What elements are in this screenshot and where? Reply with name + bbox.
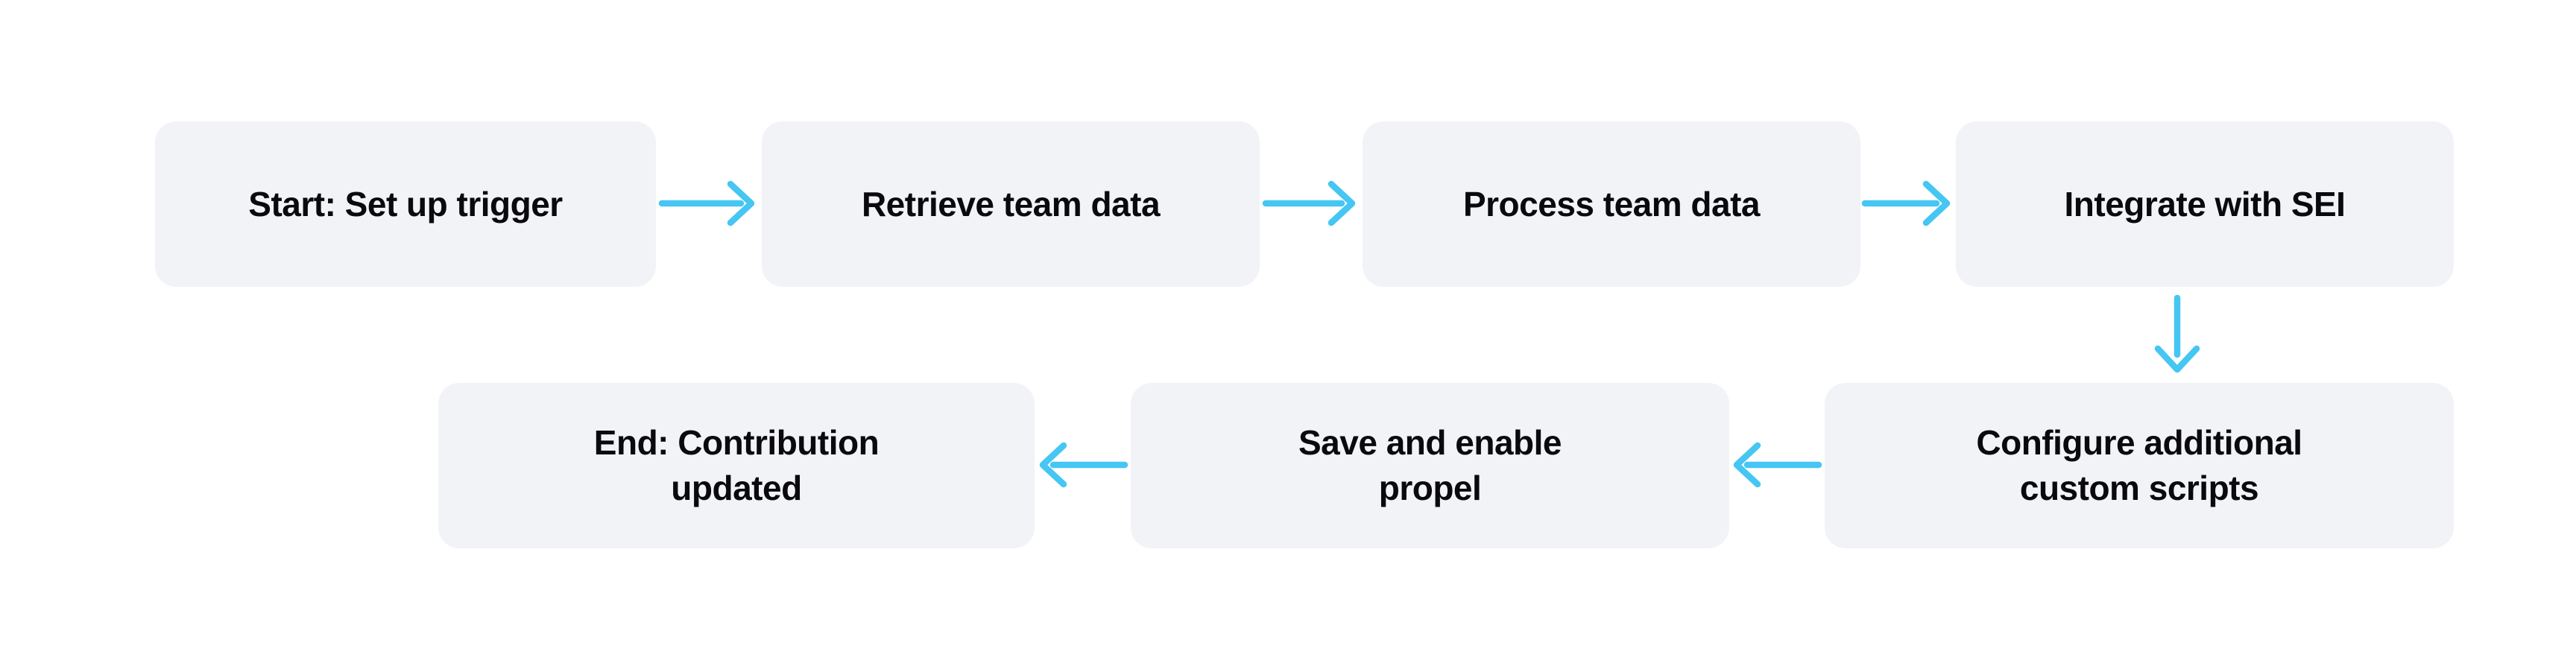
node-retrieve-team-data: Retrieve team data <box>762 121 1260 287</box>
node-start-label: Start: Set up trigger <box>248 184 563 223</box>
node-configure-custom-scripts-label: Configure additional custom scripts <box>1976 423 2302 507</box>
node-end: End: Contribution updated <box>438 383 1035 548</box>
node-integrate-with-sei: Integrate with SEI <box>1956 121 2454 287</box>
arrow-left-save-to-end-icon <box>1039 442 1128 488</box>
node-start: Start: Set up trigger <box>155 121 656 287</box>
node-end-label: End: Contribution updated <box>593 423 880 507</box>
node-save-and-enable-propel-label: Save and enable propel <box>1298 423 1562 507</box>
node-configure-custom-scripts: Configure additional custom scripts <box>1825 383 2454 548</box>
node-process-team-data-label: Process team data <box>1462 184 1761 223</box>
arrow-right-start-to-retrieve-icon <box>658 180 755 226</box>
node-save-and-enable-propel: Save and enable propel <box>1131 383 1729 548</box>
node-retrieve-team-data-label: Retrieve team data <box>861 184 1161 223</box>
node-process-team-data: Process team data <box>1363 121 1860 287</box>
arrow-down-integrate-to-configure-icon <box>2154 294 2200 373</box>
arrow-right-process-to-integrate-icon <box>1861 180 1951 226</box>
node-integrate-with-sei-label: Integrate with SEI <box>2064 184 2346 223</box>
arrow-left-configure-to-save-icon <box>1733 442 1822 488</box>
arrow-right-retrieve-to-process-icon <box>1262 180 1356 226</box>
